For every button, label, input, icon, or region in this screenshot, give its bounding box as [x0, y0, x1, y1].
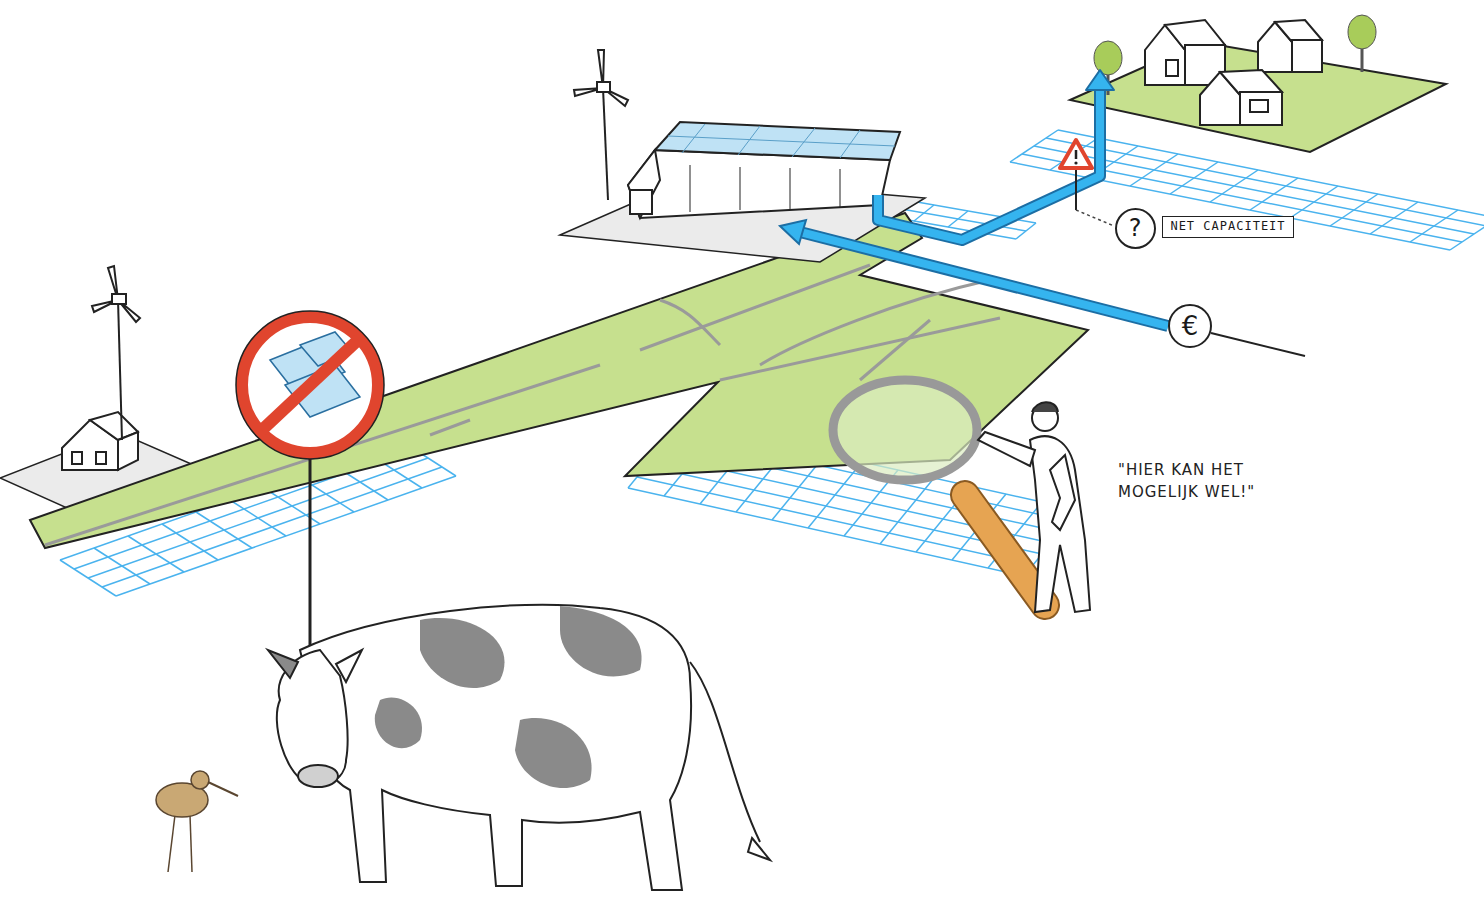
houses	[1145, 20, 1322, 125]
grid-line	[1046, 138, 1484, 226]
node-text: €	[1182, 312, 1199, 341]
money-arrow	[780, 220, 1305, 356]
question-circle: ?	[1115, 208, 1156, 249]
magnifier	[833, 380, 1045, 605]
node-text: ?	[1129, 215, 1142, 241]
barn	[628, 122, 900, 218]
farmhouse	[62, 412, 138, 470]
wind-turbine	[574, 50, 628, 200]
euro-circle: €	[1168, 304, 1212, 348]
tree	[1348, 15, 1376, 72]
label-box: NET CAPACITEIT	[1162, 216, 1294, 238]
cow	[268, 605, 770, 890]
no-solar-sign	[236, 311, 384, 660]
quote-note: "HIER KAN HET MOGELIJK WEL!"	[1118, 460, 1328, 504]
warning-sign	[1060, 140, 1114, 226]
bird	[156, 771, 238, 872]
energy-arrow	[878, 70, 1114, 240]
grid-line	[1050, 138, 1098, 170]
wind-turbine	[92, 266, 140, 440]
node-text: NET CAPACITEIT	[1170, 220, 1285, 233]
man	[978, 402, 1090, 612]
